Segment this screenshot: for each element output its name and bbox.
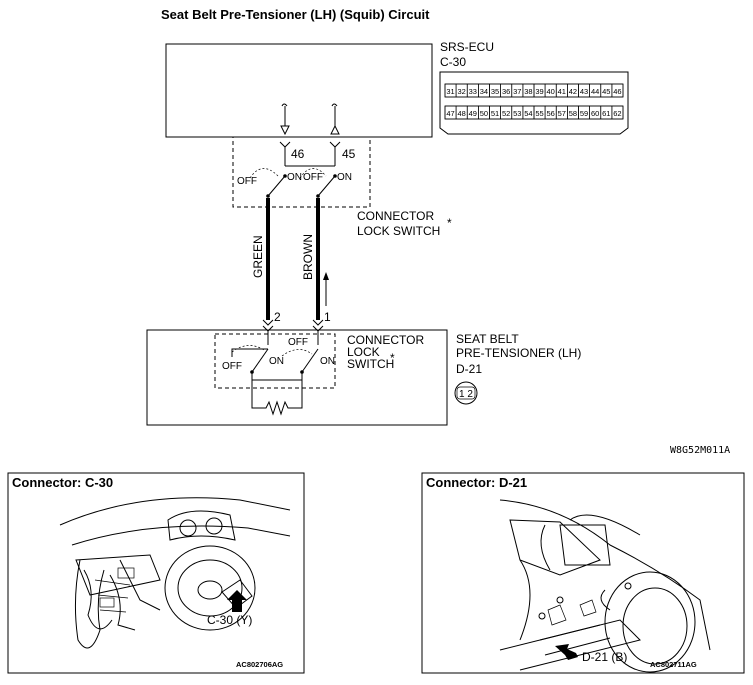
c30-pin-number: 48 <box>458 109 466 118</box>
d21-callout: D-21 (B) <box>582 650 627 664</box>
c30-pin-number: 39 <box>535 87 543 96</box>
lower-on-label-2: ON <box>320 356 335 367</box>
pin-2-label: 2 <box>274 310 281 324</box>
c30-pin-number: 56 <box>547 109 555 118</box>
brown-wire-label: BROWN <box>301 234 315 280</box>
d21-connector-face: 1 2 <box>454 381 478 405</box>
green-wire-label: GREEN <box>251 235 265 278</box>
lower-connector-outline <box>214 333 336 389</box>
c30-pin-number: 52 <box>502 109 510 118</box>
pin-1-contact <box>312 319 324 332</box>
lower-lock-switch <box>231 331 319 381</box>
d21-connector-id: D-21 <box>456 362 482 376</box>
c30-pin-number: 50 <box>480 109 488 118</box>
ecu-terminal-left <box>280 103 290 136</box>
c30-pin-number: 43 <box>580 87 588 96</box>
c30-pin-number: 49 <box>469 109 477 118</box>
c30-pin-number: 60 <box>591 109 599 118</box>
c30-pin-number: 54 <box>524 109 532 118</box>
c30-pin-number: 44 <box>591 87 599 96</box>
c30-pin-number: 59 <box>580 109 588 118</box>
c30-pin-number: 36 <box>502 87 510 96</box>
d21-pointer-arrow <box>555 644 578 660</box>
lower-lock-star: * <box>390 351 395 365</box>
c30-pin-number: 38 <box>524 87 532 96</box>
c30-pointer-arrow <box>227 590 247 612</box>
lower-off-label-1: OFF <box>288 337 308 348</box>
d21-location-panel <box>421 472 745 674</box>
c30-pin-number: 45 <box>602 87 610 96</box>
c30-location-panel <box>7 472 305 674</box>
c30-pin-number: 58 <box>569 109 577 118</box>
c30-pin-number: 47 <box>446 109 454 118</box>
dashboard-illustration <box>59 497 291 649</box>
lower-on-label-1: ON <box>269 356 284 367</box>
c30-pin-number: 53 <box>513 109 521 118</box>
d21-image-code: AC802711AG <box>650 660 697 669</box>
srs-ecu-connector-id: C-30 <box>440 55 466 69</box>
pin-1-label: 1 <box>324 310 331 324</box>
upper-lock-star: * <box>447 216 452 230</box>
c30-image-code: AC802706AG <box>236 660 283 669</box>
lower-off-label-2: OFF <box>222 361 242 372</box>
c30-pin-number: 57 <box>558 109 566 118</box>
pin-46-label: 46 <box>291 147 305 161</box>
lower-lock-label-1: CONNECTOR <box>347 333 424 347</box>
ecu-terminal-right <box>330 103 340 135</box>
upper-off-label-1: OFF <box>237 176 257 187</box>
upper-connector-outline <box>232 136 371 208</box>
srs-ecu-label: SRS-ECU <box>440 40 494 54</box>
c30-pin-number: 37 <box>513 87 521 96</box>
c30-pin-number: 40 <box>547 87 555 96</box>
diagram-title: Seat Belt Pre-Tensioner (LH) (Squib) Cir… <box>161 7 430 22</box>
c30-panel-title: Connector: C-30 <box>12 475 113 490</box>
upper-on-label-2: ON <box>337 172 352 183</box>
lower-lock-label-3: SWITCH <box>347 357 394 371</box>
upper-on-label-1: ON <box>287 172 302 183</box>
squib-resistor <box>251 380 303 416</box>
lower-lock-label-2: LOCK <box>347 345 380 359</box>
c30-callout: C-30 (Y) <box>207 613 252 627</box>
upper-lock-switch <box>249 158 337 198</box>
figure-code: W8G52M011A <box>670 445 730 456</box>
pretensioner-label-1: SEAT BELT <box>456 332 519 346</box>
c30-pin-number: 46 <box>613 87 621 96</box>
c30-pin-number: 33 <box>469 87 477 96</box>
c30-pin-number: 34 <box>480 87 488 96</box>
srs-ecu-box <box>165 43 433 138</box>
c30-pin-cell <box>611 105 624 120</box>
pin-46-contact <box>279 141 291 158</box>
pretensioner-label-2: PRE-TENSIONER (LH) <box>456 346 581 360</box>
pretensioner-box <box>146 329 448 426</box>
current-direction-arrow <box>323 272 329 306</box>
rear-body-illustration <box>499 499 711 673</box>
upper-off-label-2: OFF <box>303 172 323 183</box>
c30-pin-number: 62 <box>613 109 621 118</box>
pin-45-label: 45 <box>342 147 356 161</box>
upper-lock-label-2: LOCK SWITCH <box>357 224 440 238</box>
pin-45-contact <box>329 141 341 158</box>
c30-pin-cell <box>611 83 624 98</box>
c30-pin-number: 41 <box>558 87 566 96</box>
c30-pin-number: 32 <box>458 87 466 96</box>
c30-pin-number: 51 <box>491 109 499 118</box>
c30-pin-number: 61 <box>602 109 610 118</box>
d21-panel-title: Connector: D-21 <box>426 475 527 490</box>
pin-2-contact <box>262 319 274 332</box>
c30-pin-number: 31 <box>446 87 454 96</box>
c30-pin-number: 55 <box>535 109 543 118</box>
c30-pin-number: 42 <box>569 87 577 96</box>
c30-pin-number: 35 <box>491 87 499 96</box>
d21-pin-numbers: 1 2 <box>459 389 473 400</box>
upper-lock-label-1: CONNECTOR <box>357 209 434 223</box>
